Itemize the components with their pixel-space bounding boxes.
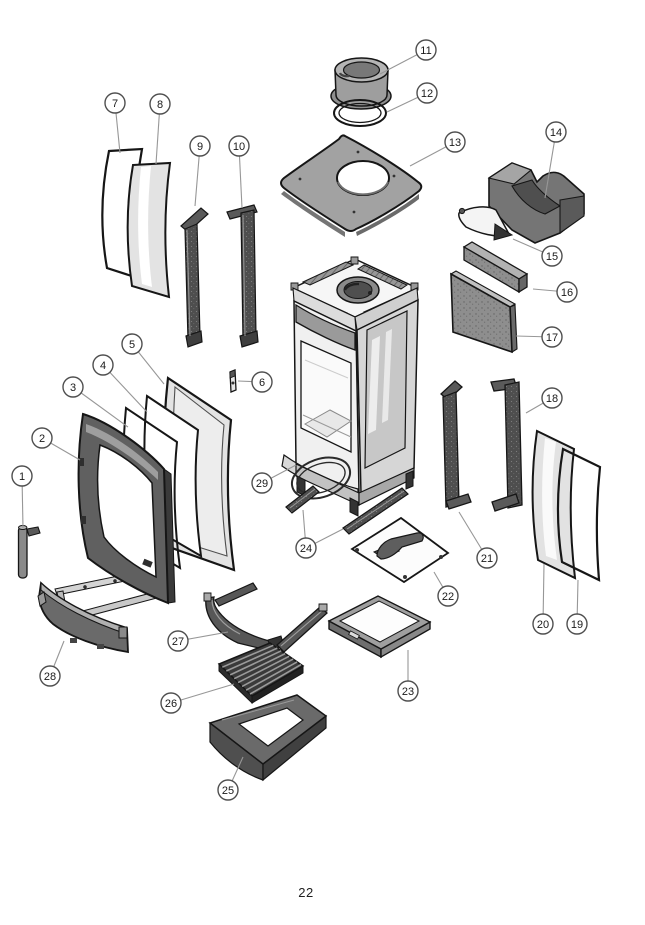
part-24-retainer-rods — [286, 486, 408, 534]
callout-7: 7 — [105, 93, 125, 153]
svg-text:6: 6 — [259, 377, 265, 389]
stove-body — [282, 257, 418, 516]
callout-17: 17 — [516, 327, 562, 347]
callout-8: 8 — [150, 94, 170, 164]
callout-11: 11 — [380, 40, 436, 74]
callout-27: 27 — [168, 631, 228, 651]
part-8-side-glass-inner — [128, 163, 170, 297]
svg-text:16: 16 — [561, 287, 573, 299]
callout-1: 1 — [12, 466, 32, 528]
callout-14: 14 — [545, 122, 566, 198]
svg-text:25: 25 — [222, 785, 234, 797]
svg-text:11: 11 — [420, 45, 431, 57]
part-25-bottom-frame — [210, 695, 326, 780]
callout-21: 21 — [459, 512, 497, 568]
callout-13: 13 — [410, 132, 465, 166]
part-26-fire-grate — [219, 643, 303, 703]
part-6-latch-pin — [230, 370, 236, 392]
callout-12: 12 — [387, 83, 437, 112]
svg-text:4: 4 — [100, 360, 106, 372]
callout-22: 22 — [434, 572, 458, 606]
callout-18: 18 — [526, 388, 562, 413]
svg-text:12: 12 — [421, 88, 433, 100]
svg-text:10: 10 — [233, 141, 245, 153]
callout-20: 20 — [533, 564, 553, 634]
callout-25: 25 — [218, 757, 243, 800]
part-18-side-trim-bracket — [491, 379, 522, 511]
callout-29: 29 — [252, 465, 296, 493]
svg-text:15: 15 — [546, 251, 558, 263]
page-number: 22 — [298, 885, 314, 900]
part-20-side-glass-inner — [533, 431, 575, 578]
svg-text:14: 14 — [550, 127, 562, 139]
part-22-bottom-plate — [352, 518, 448, 582]
callout-24: 24 — [296, 510, 343, 558]
part-29-door-gasket — [286, 450, 355, 505]
part-1-handle-rod — [19, 526, 41, 579]
callout-16: 16 — [533, 282, 577, 302]
callout-5: 5 — [122, 334, 164, 384]
svg-text:28: 28 — [44, 671, 56, 683]
svg-text:8: 8 — [157, 99, 163, 111]
svg-text:21: 21 — [481, 553, 493, 565]
svg-text:13: 13 — [449, 137, 461, 149]
callout-19: 19 — [567, 580, 587, 634]
callout-15: 15 — [513, 239, 562, 266]
part-10-retainer-strip — [227, 205, 258, 347]
svg-text:18: 18 — [546, 393, 558, 405]
part-16-firebrick-bar — [464, 242, 527, 292]
part-13-top-plate — [281, 135, 421, 237]
svg-text:5: 5 — [129, 339, 135, 351]
part-11-flue-collar — [331, 58, 391, 109]
part-28-base-front — [38, 583, 128, 652]
part-21-side-trim-bar — [441, 381, 471, 509]
part-15-baffle-plate — [459, 207, 512, 240]
svg-text:22: 22 — [442, 591, 454, 603]
svg-text:19: 19 — [571, 619, 583, 631]
svg-text:20: 20 — [537, 619, 549, 631]
svg-text:3: 3 — [70, 382, 76, 394]
part-14-smoke-baffle — [489, 163, 584, 243]
callout-6: 6 — [238, 372, 272, 392]
callout-2: 2 — [32, 428, 80, 460]
part-12-sealing-ring — [334, 100, 386, 126]
svg-text:24: 24 — [300, 543, 312, 555]
svg-text:29: 29 — [256, 478, 268, 490]
svg-text:17: 17 — [546, 332, 558, 344]
callout-9: 9 — [190, 136, 210, 206]
part-17-firebrick-panel — [451, 271, 517, 352]
callout-28: 28 — [40, 641, 64, 686]
svg-text:2: 2 — [39, 433, 45, 445]
svg-text:9: 9 — [197, 141, 203, 153]
svg-text:1: 1 — [19, 471, 25, 483]
callout-3: 3 — [63, 377, 128, 427]
callout-26: 26 — [161, 684, 234, 713]
part-19-side-glass-outer — [558, 449, 600, 580]
part-23-ash-pan — [329, 596, 430, 657]
part-2-door-frame — [79, 414, 175, 603]
callout-4: 4 — [93, 355, 147, 412]
svg-text:7: 7 — [112, 98, 118, 110]
svg-text:23: 23 — [402, 686, 414, 698]
svg-text:26: 26 — [165, 698, 177, 710]
callout-10: 10 — [229, 136, 249, 208]
part-9-retainer-strip — [181, 208, 208, 347]
part-27-front-bar — [204, 593, 327, 652]
svg-text:27: 27 — [172, 636, 184, 648]
callout-23: 23 — [398, 650, 418, 701]
